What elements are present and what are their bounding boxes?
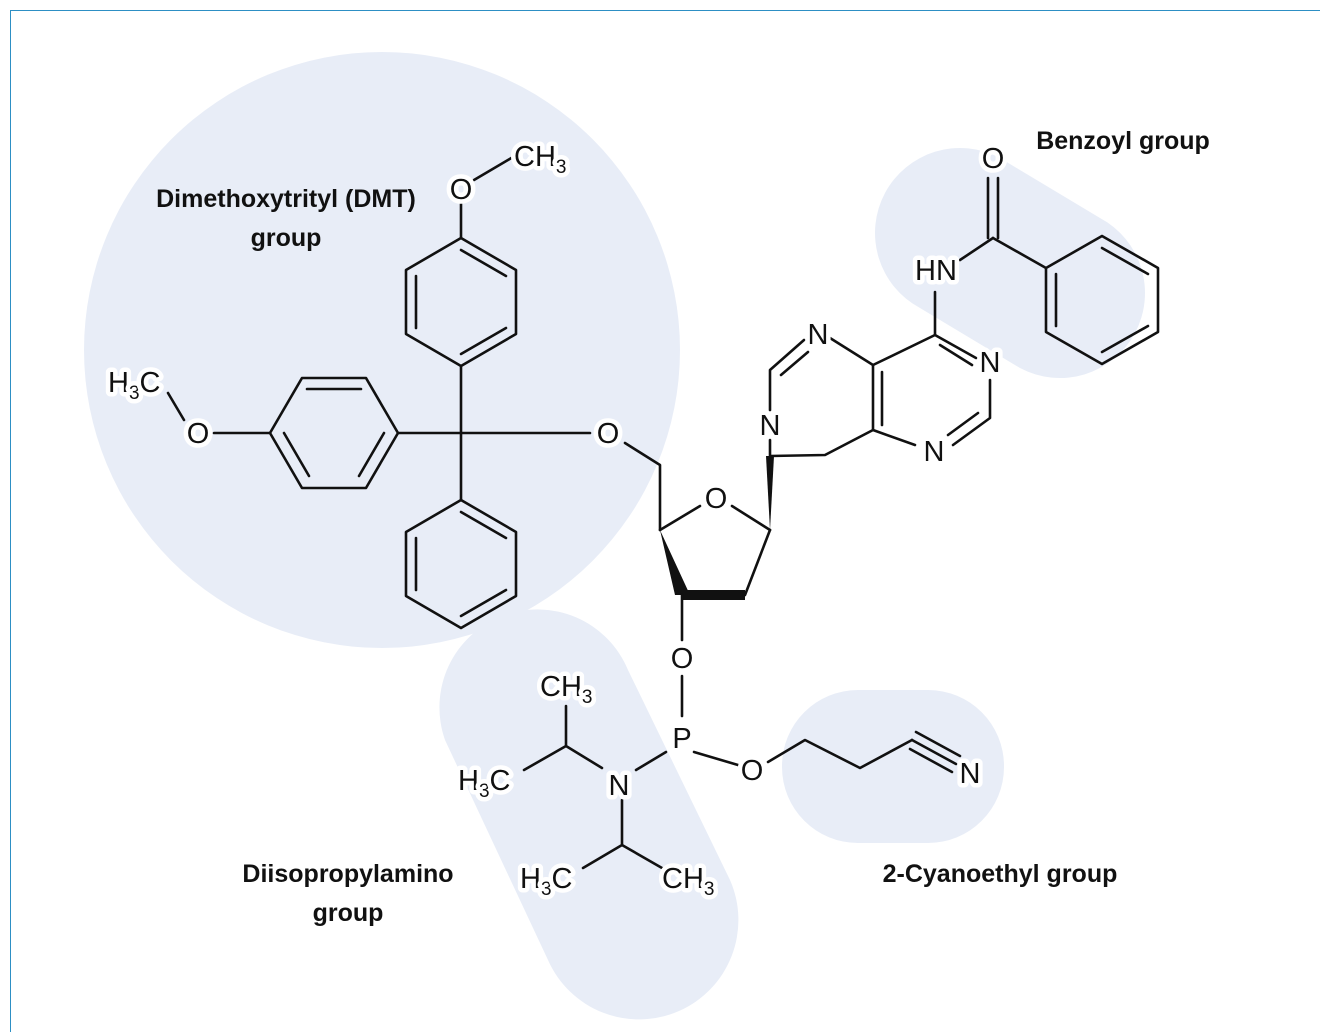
atom-h3c-left: H3C <box>108 367 160 404</box>
bond-sugar-c2-c1 <box>743 528 772 597</box>
benzoyl-label: Benzoyl group <box>1036 127 1210 155</box>
highlight-regions <box>84 52 1145 1020</box>
atom-ch3-top: CH3 <box>514 141 566 178</box>
chain-cyanoethyl <box>766 738 914 770</box>
ring-five-membered <box>768 336 875 458</box>
triple-bond-cn <box>908 730 962 774</box>
bond-p-o-cyano <box>692 750 740 767</box>
atom-ch3-upper: CH3 <box>540 671 592 708</box>
cyanoethyl-highlight <box>782 690 1004 843</box>
atom-o-left: O <box>187 418 210 450</box>
atom-h3c-lower: H3C <box>520 863 572 900</box>
double-bond-c2-n3 <box>946 411 980 437</box>
bond-nh-co <box>958 236 995 262</box>
bond-h3c-o-left <box>166 391 186 422</box>
atom-hn: HN <box>915 255 957 287</box>
ring-bottom-double <box>414 510 508 618</box>
atom-o-3prime: O <box>671 643 694 675</box>
atom-ch3-lower: CH3 <box>662 863 714 900</box>
group-labels: Dimethoxytrityl (DMT) group Benzoyl grou… <box>156 127 1210 927</box>
atom-n3: N <box>924 436 945 468</box>
atom-n-amine: N <box>609 770 630 802</box>
ring-bottom <box>404 498 518 630</box>
figure-frame <box>10 10 1320 1032</box>
diisopropylamino-highlight <box>439 609 739 1020</box>
bond-p-n <box>634 750 668 772</box>
atom-o-5prime: O <box>597 418 620 450</box>
double-bond-c6-n1 <box>938 343 974 367</box>
ring-top-double <box>414 248 508 356</box>
atom-p: P <box>672 723 691 755</box>
dmt-label-line2: group <box>251 224 322 252</box>
atom-labels: CH3 O H3C O O O O P O N N CH3 H3C H3C CH… <box>104 137 1009 905</box>
atom-o-carbonyl: O <box>982 143 1005 175</box>
ring-left-double <box>282 387 386 478</box>
ring-six-membered <box>871 333 992 447</box>
bonds <box>166 155 1160 870</box>
atom-n-nitrile: N <box>960 758 981 790</box>
benzoyl-highlight <box>875 148 1145 378</box>
atom-o-sugar: O <box>705 483 728 515</box>
diisopropylamino-label-line2: group <box>313 899 384 927</box>
dmt-highlight <box>84 52 680 648</box>
ring-benzoyl-double <box>1054 246 1150 354</box>
ring-benzoyl <box>1044 234 1160 366</box>
dmt-label-line1: Dimethoxytrityl (DMT) <box>156 185 416 213</box>
atom-n1: N <box>980 347 1001 379</box>
wedge-c1-n <box>766 456 774 530</box>
bonds-trityl-carbon <box>396 364 592 502</box>
atom-n9: N <box>760 410 781 442</box>
atom-n7: N <box>808 319 829 351</box>
isopropyl-upper <box>522 704 604 772</box>
bond-o-ch3-top <box>472 155 515 182</box>
double-bond-c8-n7 <box>779 350 810 377</box>
atom-o-top: O <box>450 174 473 206</box>
atom-o-cyano: O <box>741 755 764 787</box>
wedge-c3-c2 <box>682 590 745 600</box>
cyanoethyl-label: 2-Cyanoethyl group <box>883 860 1118 888</box>
bond-o-ch2 <box>623 441 662 532</box>
bonds-sugar-o <box>658 504 772 532</box>
isopropyl-lower <box>581 798 664 870</box>
double-bond-c-o <box>986 176 1000 240</box>
diisopropylamino-label-line1: Diisopropylamino <box>242 860 453 888</box>
atom-h3c-upper: H3C <box>458 765 510 802</box>
wedge-c4-c3 <box>660 530 690 595</box>
bond-co-phenyl <box>991 236 1048 270</box>
